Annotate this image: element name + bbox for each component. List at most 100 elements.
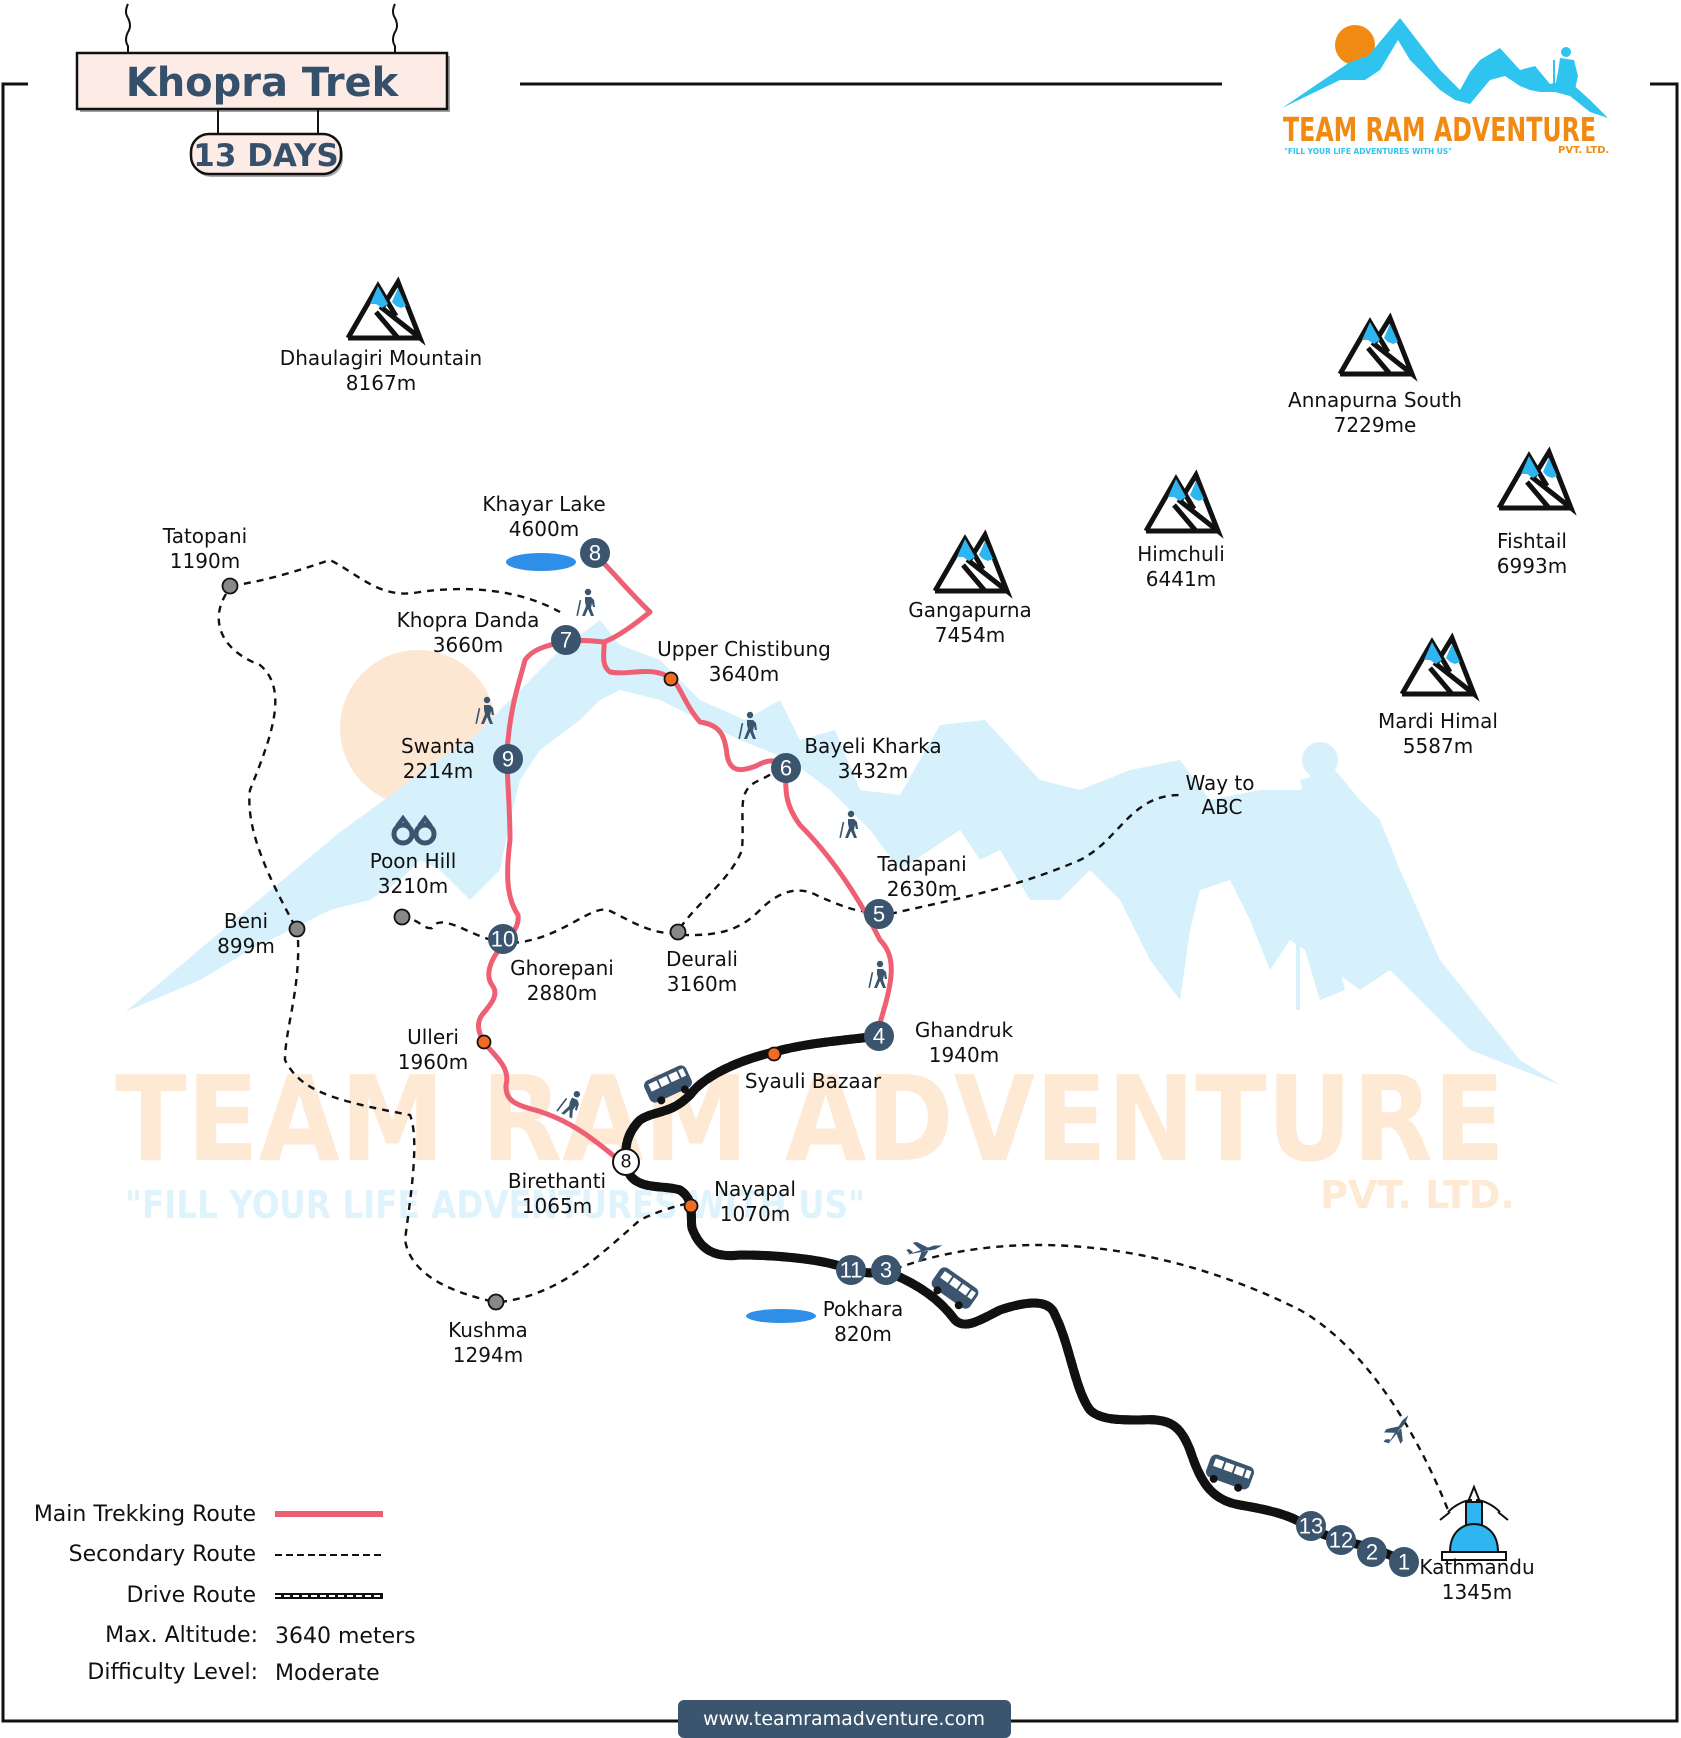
peak-elevation: 6441m: [1146, 567, 1216, 591]
day-badge-khopra-danda[interactable]: 7: [551, 625, 581, 655]
day-badge-pokhara-11[interactable]: 11: [836, 1255, 866, 1285]
hiker-silhouette: [1290, 742, 1360, 1010]
svg-text:13: 13: [1299, 1514, 1323, 1539]
mountain-icon: [346, 282, 420, 338]
place-dots: [221, 577, 782, 1311]
svg-text:12: 12: [1329, 1528, 1353, 1553]
mountain-icon: [1497, 452, 1571, 508]
kushma-dot[interactable]: [487, 1293, 505, 1311]
website-url[interactable]: www.teamramadventure.com: [703, 1708, 985, 1730]
day-badge-kathmandu-13[interactable]: 13: [1296, 1511, 1326, 1541]
svg-text:2880m: 2880m: [527, 981, 597, 1005]
day-badge-pokhara-3[interactable]: 3: [871, 1255, 901, 1285]
peak-name: Himchuli: [1137, 542, 1225, 566]
svg-text:1: 1: [1398, 1550, 1410, 1575]
watermark-tagline: "FILL YOUR LIFE ADVENTURES WITH US": [125, 1183, 865, 1227]
day-badge-birethanti[interactable]: 8: [612, 1148, 640, 1176]
svg-text:7: 7: [560, 628, 572, 653]
mountain-icon: [933, 535, 1007, 591]
ulleri-dot[interactable]: [476, 1034, 492, 1050]
day-badge-ghorepani[interactable]: 10: [488, 924, 518, 954]
mountain-icon: [1338, 318, 1412, 374]
nayapal-dot[interactable]: [683, 1198, 699, 1214]
svg-text:Khopra Danda: Khopra Danda: [397, 608, 540, 632]
peak-mardi-himal: Mardi Himal 5587m: [1378, 638, 1498, 758]
website-link[interactable]: www.teamramadventure.com: [678, 1700, 1011, 1738]
mountain-icon: [1400, 638, 1474, 694]
svg-text:Way to: Way to: [1185, 771, 1254, 795]
svg-text:8: 8: [621, 1152, 632, 1173]
watermark-brand: TEAM RAM ADVENTURE: [115, 1050, 1505, 1188]
drive-route: [626, 1031, 1410, 1567]
peak-name: Mardi Himal: [1378, 709, 1498, 733]
svg-text:Ghorepani: Ghorepani: [510, 956, 614, 980]
peak-elevation: 7229me: [1334, 413, 1417, 437]
tatopani-dot[interactable]: [221, 577, 239, 595]
route-deurali-tadapani: [681, 889, 874, 937]
beni-dot[interactable]: [288, 920, 306, 938]
duration-badge: 13 DAYS: [193, 138, 338, 174]
mountain-icon: [1144, 475, 1218, 531]
day-badge-kathmandu-12[interactable]: 12: [1326, 1525, 1356, 1555]
day-badge-tadapani[interactable]: 5: [864, 899, 894, 929]
svg-text:Kathmandu: Kathmandu: [1419, 1555, 1534, 1579]
peak-fishtail: Fishtail 6993m: [1497, 452, 1571, 578]
peak-elevation: 7454m: [935, 623, 1005, 647]
peak-annapurna-south: Annapurna South 7229me: [1288, 318, 1462, 437]
brand-logo[interactable]: TEAM RAM ADVENTURE "FILL YOUR LIFE ADVEN…: [1282, 18, 1609, 156]
svg-text:1940m: 1940m: [929, 1043, 999, 1067]
logo-mountains: [1282, 18, 1608, 118]
svg-text:Khayar Lake: Khayar Lake: [482, 492, 605, 516]
svg-text:Birethanti: Birethanti: [508, 1169, 606, 1193]
pokhara-lake-shape: [746, 1309, 816, 1323]
svg-text:3210m: 3210m: [378, 874, 448, 898]
logo-brand-text: TEAM RAM ADVENTURE: [1283, 110, 1596, 149]
svg-text:Bayeli Kharka: Bayeli Kharka: [804, 734, 941, 758]
poon-hill-dot[interactable]: [393, 908, 411, 926]
svg-text:3660m: 3660m: [433, 633, 503, 657]
day-badge-khayar-lake[interactable]: 8: [580, 538, 610, 568]
peak-name: Dhaulagiri Mountain: [280, 346, 482, 370]
svg-text:3160m: 3160m: [667, 972, 737, 996]
logo-sun: [1335, 25, 1375, 65]
svg-text:Kushma: Kushma: [448, 1318, 528, 1342]
svg-text:9: 9: [502, 747, 514, 772]
upper-chistibung-dot[interactable]: [663, 671, 679, 687]
syauli-bazaar-dot[interactable]: [766, 1046, 782, 1062]
svg-text:1345m: 1345m: [1442, 1580, 1512, 1604]
peak-name: Fishtail: [1497, 529, 1567, 553]
logo-tagline: "FILL YOUR LIFE ADVENTURES WITH US": [1284, 147, 1452, 156]
svg-text:6: 6: [780, 756, 792, 781]
svg-text:3432m: 3432m: [838, 759, 908, 783]
day-badge-bayeli-kharka[interactable]: 6: [771, 753, 801, 783]
hiker-icon: [868, 960, 887, 988]
day-badge-swanta[interactable]: 9: [493, 744, 523, 774]
route-tatopani-beni: [217, 593, 298, 929]
peak-name: Annapurna South: [1288, 388, 1462, 412]
day-badge-kathmandu-2[interactable]: 2: [1357, 1537, 1387, 1567]
svg-text:2214m: 2214m: [403, 759, 473, 783]
svg-text:11: 11: [840, 1258, 863, 1283]
logo-suffix: PVT. LTD.: [1558, 145, 1609, 156]
deurali-dot[interactable]: [669, 923, 687, 941]
svg-text:Swanta: Swanta: [401, 734, 475, 758]
day-badge-kathmandu-1[interactable]: 1: [1389, 1547, 1419, 1577]
max-altitude-value: 3640 meters: [275, 1624, 416, 1649]
svg-text:Syauli Bazaar: Syauli Bazaar: [745, 1069, 882, 1093]
day-badge-ghandruk[interactable]: 4: [864, 1021, 894, 1051]
peak-elevation: 6993m: [1497, 554, 1567, 578]
legend-secondary-route-label: Secondary Route: [69, 1542, 256, 1567]
